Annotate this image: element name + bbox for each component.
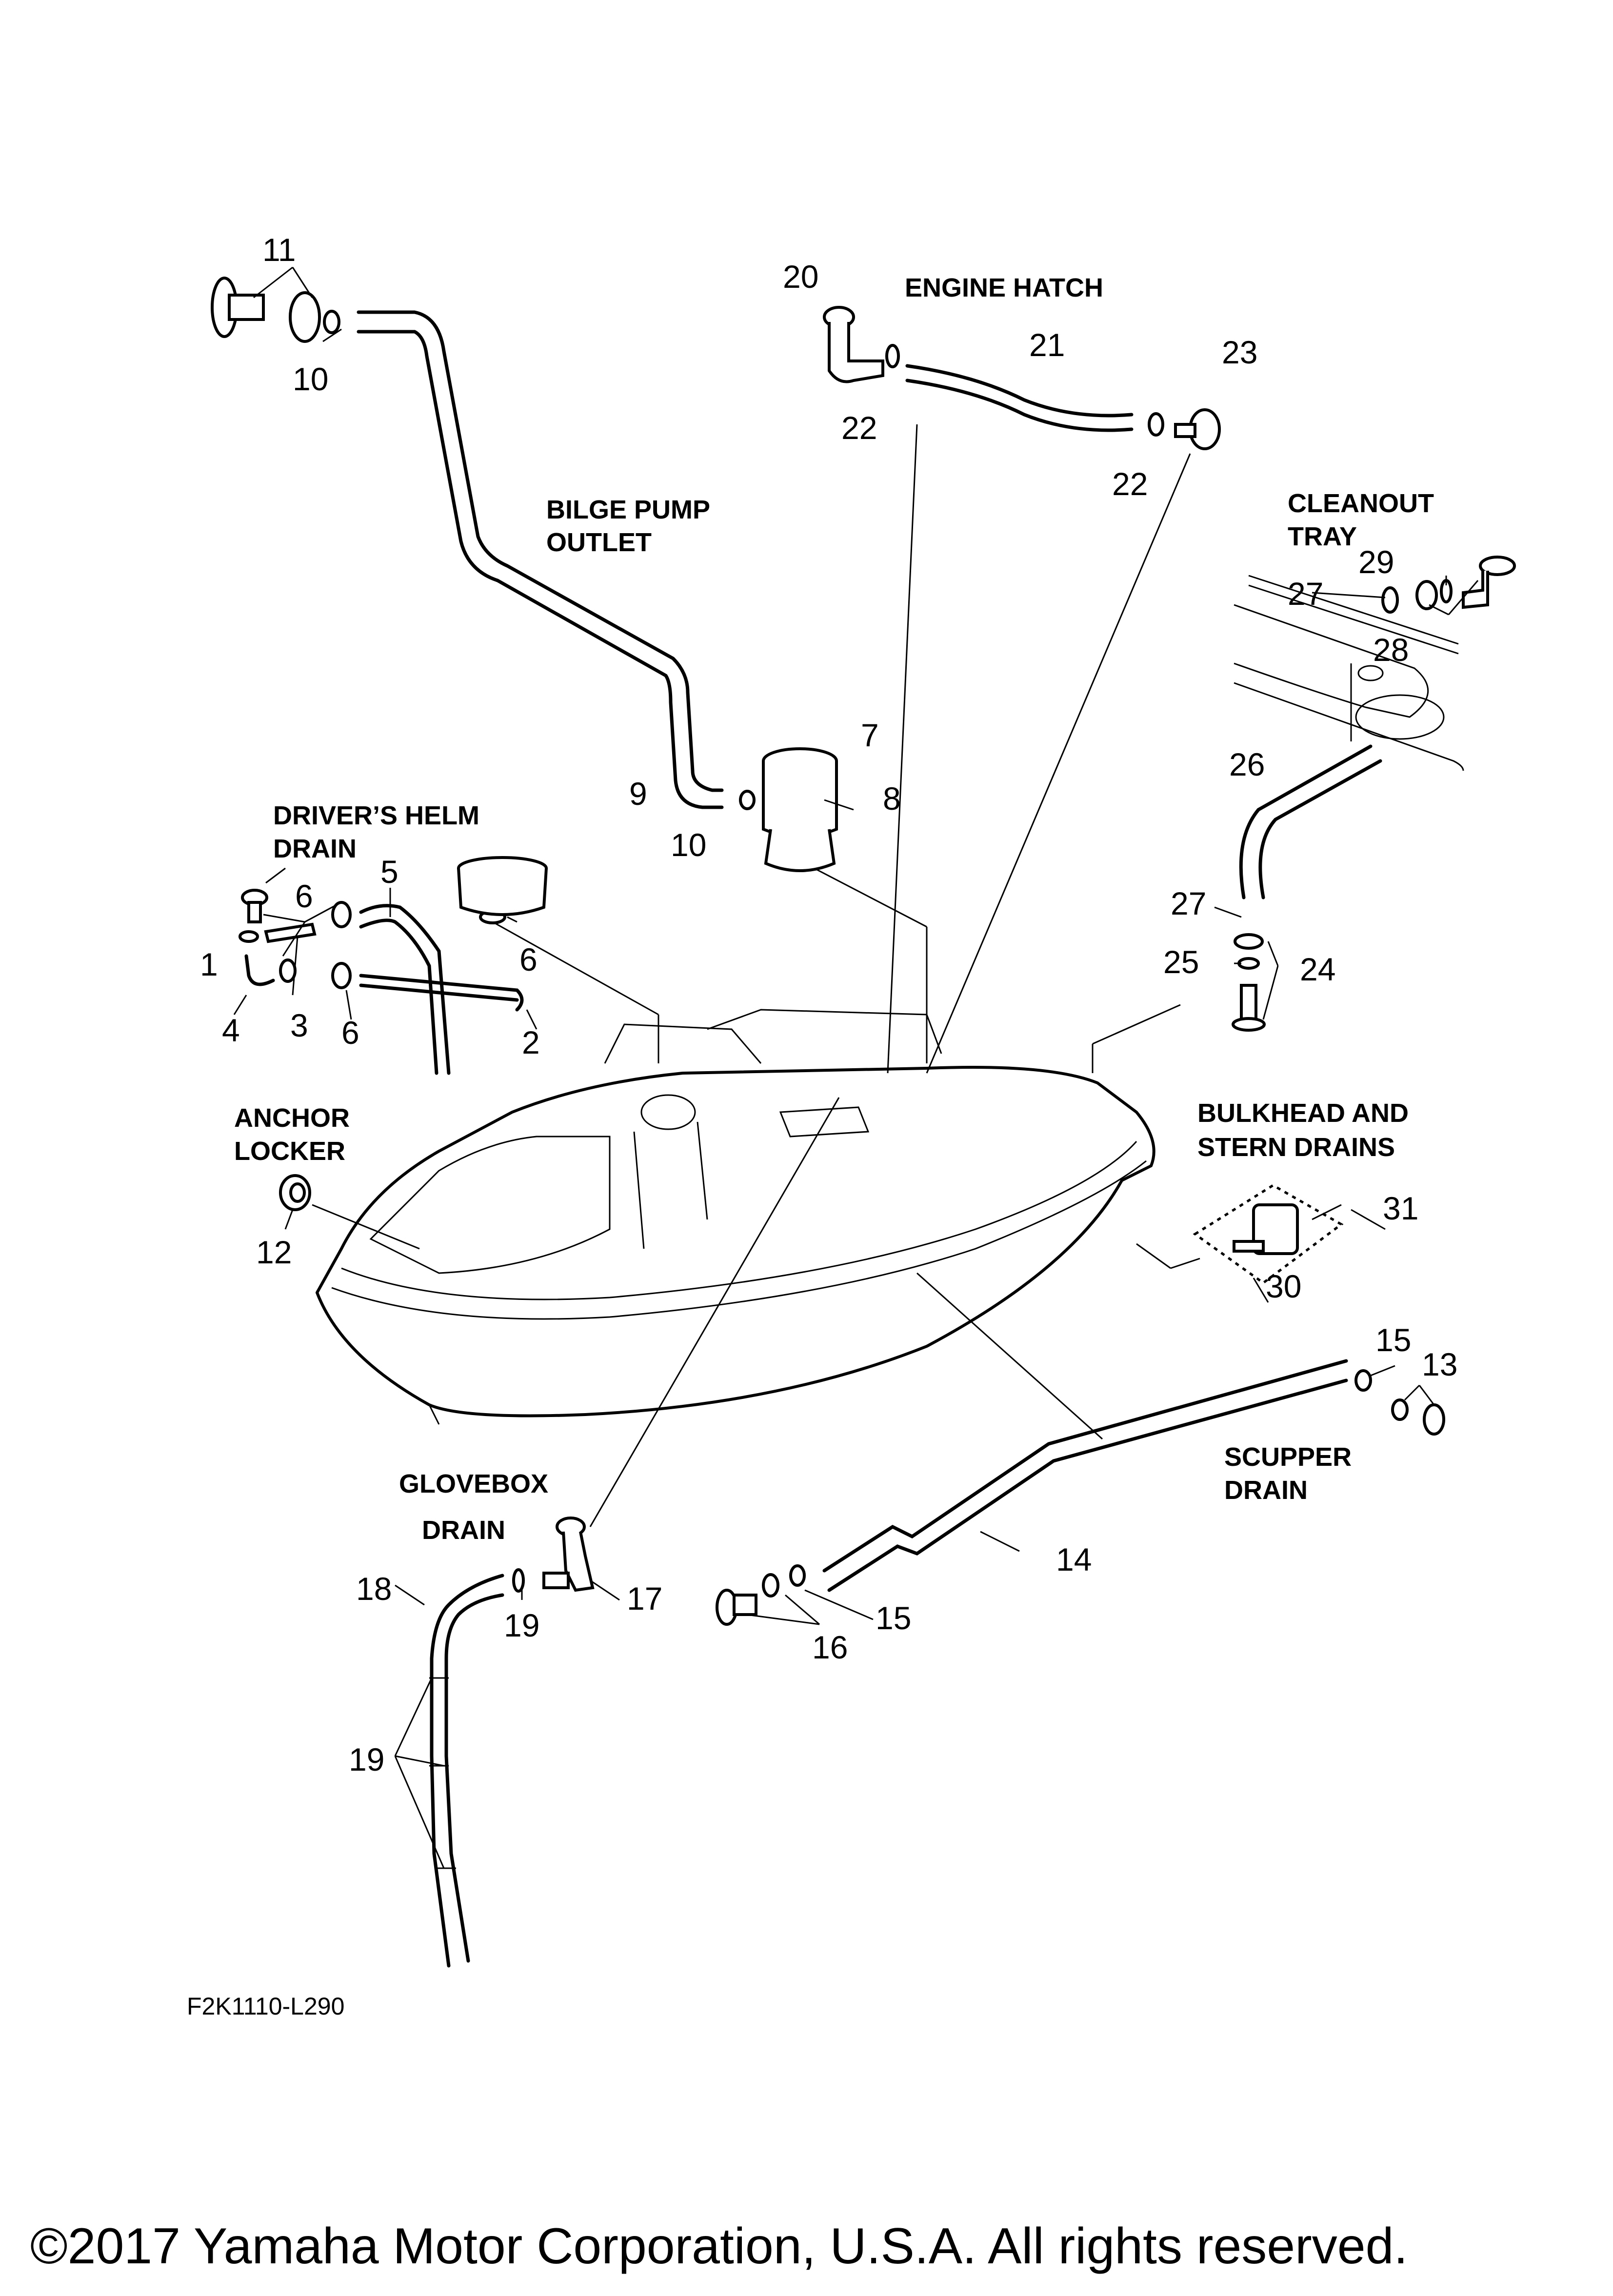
callout-20: 20 (783, 259, 818, 295)
part-7-bilge-pump (739, 747, 854, 872)
callout-11: 11 (262, 232, 296, 268)
section-anchor-locker-line1: ANCHOR (234, 1103, 350, 1133)
callout-23: 23 (1222, 334, 1257, 370)
boat-hull (316, 1009, 1155, 1425)
part-11-thru-hull-fitting (211, 277, 340, 343)
callout-6-right: 6 (519, 941, 538, 978)
callout-22-left: 22 (841, 410, 877, 446)
callout-22-right: 22 (1112, 466, 1148, 502)
callout-10-top: 10 (293, 361, 328, 397)
callout-16: 16 (812, 1629, 848, 1665)
section-glovebox-drain-line2: DRAIN (422, 1516, 505, 1545)
callout-6-bottom: 6 (341, 1015, 359, 1051)
callout-7: 7 (861, 717, 879, 753)
section-bulkhead-stern-line2: STERN DRAINS (1197, 1133, 1395, 1162)
callout-17: 17 (627, 1580, 662, 1617)
drivers-helm-drain-assembly (239, 856, 548, 1075)
callout-25: 25 (1163, 944, 1199, 980)
callout-18: 18 (356, 1571, 392, 1607)
section-bilge-pump-outlet-line1: BILGE PUMP (546, 495, 710, 524)
callout-15-left: 15 (876, 1600, 911, 1636)
callout-26: 26 (1229, 746, 1265, 782)
glovebox-drain-assembly (429, 1517, 595, 1968)
part-29-28-27-tray-drain (1381, 556, 1516, 614)
diagram-code: F2K1110-L290 (187, 1993, 344, 2020)
callout-15-right: 15 (1375, 1322, 1411, 1358)
section-bilge-pump-outlet-line2: OUTLET (546, 528, 652, 557)
callout-1: 1 (200, 946, 218, 982)
callout-28: 28 (1373, 632, 1409, 668)
callout-12: 12 (256, 1234, 292, 1270)
callout-19-bottom: 19 (349, 1741, 384, 1777)
callout-8: 8 (883, 780, 901, 817)
section-scupper-drain-line1: SCUPPER (1224, 1442, 1352, 1472)
callout-19-top: 19 (504, 1607, 539, 1643)
part-14-scupper-hose (822, 1359, 1348, 1592)
bilge-pump-outlet-hose (357, 310, 724, 809)
callout-27-tray: 27 (1288, 576, 1323, 612)
callout-13: 13 (1422, 1346, 1457, 1382)
callout-9: 9 (629, 776, 647, 812)
callout-2: 2 (522, 1024, 540, 1060)
callout-14: 14 (1056, 1541, 1092, 1577)
callout-10-bilge: 10 (671, 827, 706, 863)
callout-5: 5 (380, 854, 398, 890)
part-30-31-bulkhead-drain (1193, 1184, 1344, 1285)
callout-21: 21 (1029, 327, 1065, 363)
callout-29: 29 (1358, 544, 1394, 580)
callout-31: 31 (1383, 1190, 1418, 1226)
section-drivers-helm-drain-line1: DRIVER’S HELM (273, 801, 479, 830)
callout-24: 24 (1300, 951, 1335, 987)
callout-27-lower: 27 (1171, 885, 1206, 921)
section-bulkhead-stern-line1: BULKHEAD AND (1197, 1098, 1409, 1128)
section-glovebox-drain-line1: GLOVEBOX (399, 1469, 548, 1498)
section-anchor-locker-line2: LOCKER (234, 1137, 345, 1166)
engine-hatch-drain-assembly (823, 306, 1221, 450)
section-cleanout-tray-line2: TRAY (1288, 522, 1357, 551)
section-cleanout-tray-line1: CLEANOUT (1288, 489, 1434, 518)
part-24-25-27-drain-fitting (1232, 933, 1266, 1032)
callout-3: 3 (290, 1007, 308, 1043)
section-drivers-helm-drain-line2: DRAIN (273, 834, 357, 863)
part-12-anchor-locker-drain (279, 1174, 311, 1211)
callout-4: 4 (222, 1012, 240, 1048)
callout-30: 30 (1266, 1268, 1301, 1304)
callout-6-top: 6 (295, 878, 313, 914)
part-26-hose (1239, 744, 1382, 899)
section-engine-hatch: ENGINE HATCH (905, 273, 1103, 302)
cleanout-tray (1234, 575, 1464, 771)
part-13-15-16-scupper-fittings (716, 1369, 1445, 1626)
copyright-notice: ©2017 Yamaha Motor Corporation, U.S.A. A… (30, 2218, 1408, 2275)
section-scupper-drain-line2: DRAIN (1224, 1476, 1308, 1505)
